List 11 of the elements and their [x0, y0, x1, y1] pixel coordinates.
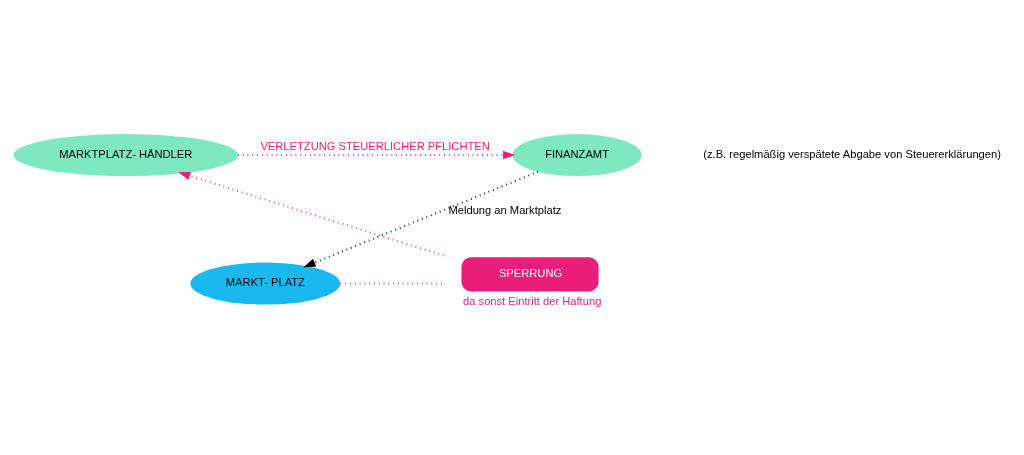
edge-label: VERLETZUNG STEUERLICHER PFLICHTEN	[260, 139, 490, 152]
node-ellipse: MARKT- PLATZ	[190, 262, 341, 305]
arrow	[178, 171, 445, 257]
node-box: SPERRUNG	[461, 256, 599, 291]
edge-label: Meldung an Marktplatz	[448, 203, 562, 216]
node-label: da sonst Eintritt der Haftung	[463, 294, 602, 307]
arrow	[303, 170, 539, 267]
node-ellipse: FINANZAMT	[512, 133, 642, 176]
node-ellipse: MARKTPLATZ- HÄNDLER	[13, 133, 239, 176]
label: (z.B. regelmäßig verspätete Abgabe von Steuererklärungen)	[703, 147, 1001, 160]
arrow	[237, 150, 516, 159]
